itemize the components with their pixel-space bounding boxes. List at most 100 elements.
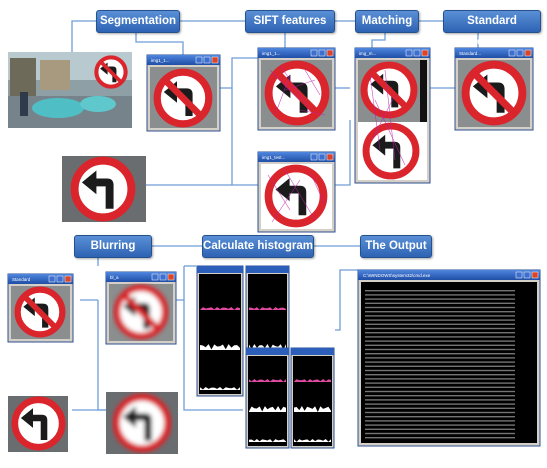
console-line <box>365 378 515 380</box>
console-line <box>365 382 515 384</box>
maximize-button[interactable] <box>56 275 64 283</box>
minimize-button[interactable] <box>310 153 318 161</box>
histogram-curve <box>294 379 331 382</box>
minimize-button[interactable] <box>515 271 523 279</box>
console-line <box>365 374 515 376</box>
console-line <box>365 290 515 292</box>
console-line <box>365 298 515 300</box>
window-titlebar <box>246 266 289 273</box>
sift-keypoints <box>269 64 326 116</box>
console-line <box>365 315 515 317</box>
maximize-button[interactable] <box>318 153 326 161</box>
stage-calculate-histogram: Calculate histogram <box>202 235 314 258</box>
console-line <box>365 437 515 439</box>
window-standard[interactable]: Standard... <box>454 47 534 131</box>
traffic-sign-icon <box>96 57 125 86</box>
close-button[interactable] <box>531 271 539 279</box>
console-line <box>365 357 515 359</box>
window-blur-right[interactable]: bl_a <box>105 271 177 345</box>
close-button[interactable] <box>64 275 72 283</box>
histogram-curve <box>249 439 286 442</box>
window-titlebar <box>197 266 243 273</box>
sign-sharp-bottom <box>8 396 68 452</box>
stage-blurring: Blurring <box>74 235 152 258</box>
console-line <box>365 361 515 363</box>
histogram-curve <box>249 406 286 412</box>
sift-keypoints <box>267 169 326 223</box>
window-title: C:\WINDOWS\system32\cmd.exe <box>363 273 431 278</box>
histogram-windows <box>196 265 335 449</box>
maximize-button[interactable] <box>516 49 524 57</box>
histogram-canvas <box>199 274 241 394</box>
window-sift-top[interactable]: img1_1... <box>257 47 336 131</box>
console-line <box>365 319 515 321</box>
minimize-button[interactable] <box>195 56 203 64</box>
console-line <box>365 311 515 313</box>
console-line <box>365 327 515 330</box>
window-blur-left[interactable]: Standard <box>7 273 74 343</box>
window-title: Standard <box>12 277 31 282</box>
stage-standard-position: Standard Position <box>443 10 541 48</box>
window-title: bl_a <box>110 275 119 280</box>
console-line <box>365 306 515 309</box>
minimize-button[interactable] <box>310 49 318 57</box>
minimize-button[interactable] <box>48 275 56 283</box>
histogram-curve <box>200 344 240 350</box>
window-segmented[interactable]: img1_1... <box>146 54 221 132</box>
maximize-button[interactable] <box>318 49 326 57</box>
console-line <box>365 369 515 372</box>
reference-sign-image <box>62 156 146 222</box>
console-line <box>365 390 515 393</box>
console-line <box>365 428 515 430</box>
close-button[interactable] <box>211 56 219 64</box>
console-line <box>365 294 515 296</box>
histogram-curve <box>294 406 331 412</box>
window-titlebar <box>246 348 289 355</box>
console-line <box>365 420 515 422</box>
histogram-curve <box>200 307 240 310</box>
sign-blurred-bottom <box>106 392 178 454</box>
minimize-button[interactable] <box>508 49 516 57</box>
minimize-button[interactable] <box>405 49 413 57</box>
console-line <box>365 344 515 346</box>
console-line <box>365 348 515 351</box>
maximize-button[interactable] <box>523 271 531 279</box>
maximize-button[interactable] <box>159 273 167 281</box>
close-button[interactable] <box>326 49 334 57</box>
console-line <box>365 386 515 388</box>
close-button[interactable] <box>167 273 175 281</box>
stage-segmentation: Segmentation <box>96 10 180 33</box>
histogram-curve <box>249 307 286 310</box>
console-line <box>365 407 515 409</box>
console-line <box>365 302 515 304</box>
console-line <box>365 332 515 334</box>
console-line <box>365 395 515 397</box>
window-sift-bottom[interactable]: img1_test... <box>257 151 336 233</box>
console-line <box>365 365 515 367</box>
console-line <box>365 340 515 342</box>
maximize-button[interactable] <box>413 49 421 57</box>
window-title: img1_1... <box>262 51 281 56</box>
stage-the-output: The Output <box>360 235 432 258</box>
window-matching[interactable]: img_m... <box>354 47 431 184</box>
console-line <box>365 323 515 325</box>
match-lines <box>369 69 406 166</box>
minimize-button[interactable] <box>151 273 159 281</box>
console-output-text <box>365 290 515 439</box>
close-button[interactable] <box>524 49 532 57</box>
stage-sift-features: SIFT features <box>245 10 335 33</box>
window-title: img1_test... <box>262 155 285 160</box>
close-button[interactable] <box>326 153 334 161</box>
console-line <box>365 411 515 414</box>
histogram-curve <box>200 387 240 390</box>
console-line <box>365 403 515 405</box>
stage-matching: Matching <box>355 10 419 33</box>
window-title: img1_1... <box>151 58 170 63</box>
console-line <box>365 399 515 401</box>
histogram-canvas <box>293 356 332 446</box>
histogram-curve <box>294 439 331 442</box>
close-button[interactable] <box>421 49 429 57</box>
maximize-button[interactable] <box>203 56 211 64</box>
console-window[interactable]: C:\WINDOWS\system32\cmd.exe <box>357 269 541 447</box>
